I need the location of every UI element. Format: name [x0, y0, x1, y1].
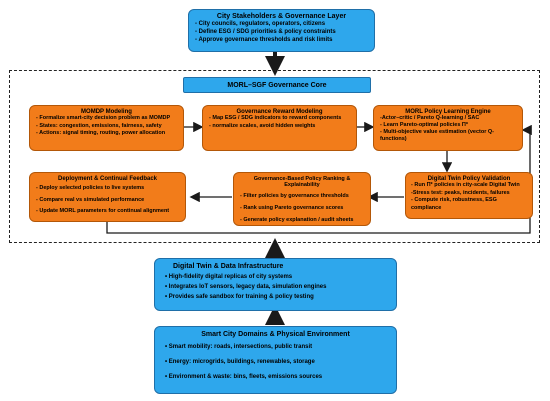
deploy-line: - Deploy selected policies to live syste…: [36, 185, 145, 191]
stakeholders-box: City Stakeholders & Governance Layer - C…: [188, 9, 375, 52]
momdp-title: MOMDP Modeling: [81, 109, 132, 115]
stakeholders-line: - Approve governance thresholds and risk…: [195, 37, 333, 43]
engine-box: MORL Policy Learning Engine -Actor–criti…: [373, 105, 523, 151]
momdp-box: MOMDP Modeling - Formalize smart-city de…: [29, 105, 184, 151]
validation-line: -Stress test: peaks, incidents, failures: [411, 189, 510, 196]
ranking-line: - Rank using Pareto governance scores: [240, 205, 344, 211]
engine-title: MORL Policy Learning Engine: [405, 109, 491, 115]
ranking-line: - Generate policy explanation / audit sh…: [240, 217, 354, 223]
twin-line: • Integrates IoT sensors, legacy data, s…: [165, 284, 327, 290]
momdp-line: - Actions: signal timing, routing, power…: [36, 130, 166, 136]
domains-box: Smart City Domains & Physical Environmen…: [154, 326, 397, 394]
momdp-line: - Formalize smart-city decision problem …: [36, 115, 171, 121]
validation-title: Digital Twin Policy Validation: [427, 176, 511, 182]
arrow-feedback-loop: [106, 124, 532, 234]
ranking-line: - Filter policies by governance threshol…: [240, 193, 349, 199]
core-title: MORL–SGF Governance Core: [227, 81, 327, 89]
deploy-title: Deployment & Continual Feedback: [57, 176, 157, 182]
reward-line: - Map ESG / SDG indicators to reward com…: [209, 115, 342, 121]
deploy-box: Deployment & Continual Feedback - Deploy…: [29, 172, 186, 222]
domains-title: Smart City Domains & Physical Environmen…: [201, 331, 350, 338]
core-title-box: MORL–SGF Governance Core: [183, 77, 371, 93]
stakeholders-line: - City councils, regulators, operators, …: [195, 21, 326, 27]
twin-box: Digital Twin & Data Infrastructure • Hig…: [154, 258, 397, 311]
ranking-title: Governance-Based Policy Ranking & Explai…: [253, 176, 351, 188]
reward-box: Governance Reward Modeling - Map ESG / S…: [202, 105, 357, 151]
twin-title: Digital Twin & Data Infrastructure: [173, 263, 284, 270]
engine-line: -Actor–critic / Pareto Q-learning / SAC: [380, 115, 480, 121]
domains-line: • Environment & waste: bins, fleets, emi…: [165, 374, 323, 380]
domains-line: • Smart mobility: roads, intersections, …: [165, 344, 313, 350]
engine-line: - Multi-objective value estimation (vect…: [380, 129, 494, 142]
validation-line: - Compute risk, robustness, ESG complian…: [411, 197, 497, 211]
reward-line: - normalize scales, avoid hidden weights: [209, 122, 316, 129]
momdp-line: - States: congestion, emissions, fairnes…: [36, 122, 162, 129]
domains-line: • Energy: microgrids, buildings, renewab…: [165, 359, 315, 365]
deploy-line: - Update MORL parameters for continual a…: [36, 208, 170, 214]
validation-line: - Run Π* policies in city-scale Digital …: [411, 182, 520, 188]
deploy-line: - Compare real vs simulated performance: [36, 196, 145, 203]
stakeholders-title: City Stakeholders & Governance Layer: [216, 13, 347, 20]
stakeholders-line: - Define ESG / SDG priorities & policy c…: [195, 29, 336, 35]
ranking-box: Governance-Based Policy Ranking & Explai…: [233, 172, 371, 226]
validation-box: Digital Twin Policy Validation - Run Π* …: [405, 172, 533, 219]
twin-line: • Provides safe sandbox for training & p…: [165, 294, 314, 300]
engine-line: - Learn Pareto-optimal policies Π*: [380, 122, 469, 128]
twin-line: • High-fidelity digital replicas of city…: [165, 274, 293, 280]
reward-title: Governance Reward Modeling: [236, 109, 323, 115]
